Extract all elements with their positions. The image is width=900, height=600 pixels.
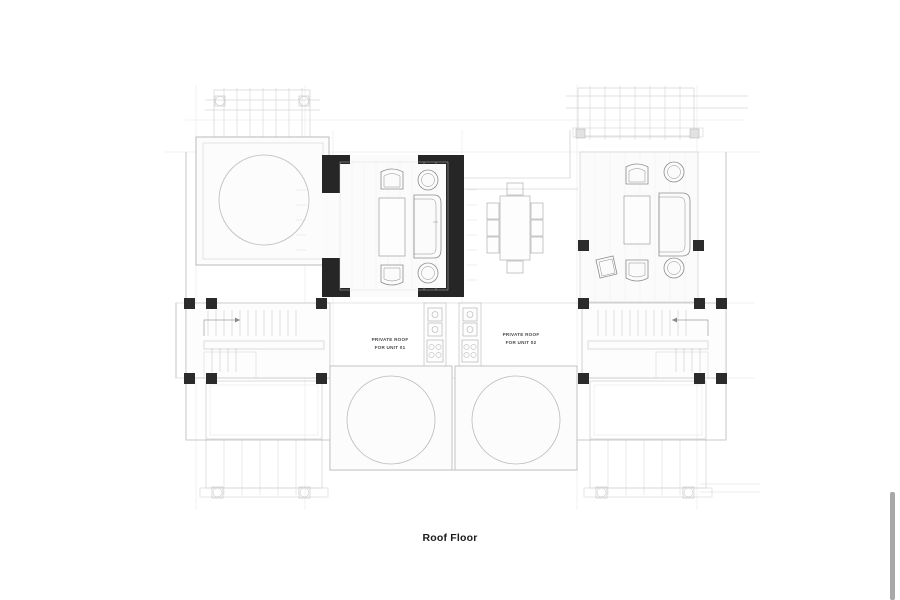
column [184,298,195,309]
column [578,373,589,384]
terrace-se [589,380,707,440]
water-tank-sw [346,375,436,465]
private-roof-unit-01-label-line1: PRIVATE ROOF [372,337,409,342]
dining-table [499,195,531,261]
armchair-bottom-right-unit-02 [625,259,649,282]
private-roof-unit-02-label-line1: PRIVATE ROOF [503,332,540,337]
structural-columns [184,240,727,384]
page-title: Roof Floor [422,532,478,544]
armchair-top-unit-01 [380,168,404,190]
stair-landing-unit-01 [203,340,325,350]
private-roof-unit-02-label-line2: FOR UNIT 02 [506,340,537,345]
side-table-bottom-unit-01 [417,262,439,284]
column [316,298,327,309]
side-table-top-unit-02 [663,161,685,183]
column [184,373,195,384]
sofa-unit-01 [413,194,442,259]
armchair-bottom-unit-01 [380,264,404,286]
side-table-top-unit-01 [417,169,439,191]
pergola-ne [566,86,748,140]
column [693,240,704,251]
water-tank-se [471,375,561,465]
tank-room-sw [329,365,453,471]
scrollbar-track[interactable] [888,0,896,600]
column [206,373,217,384]
stair-core-unit-01[interactable] [185,302,331,379]
living-room-unit-02[interactable] [579,151,699,303]
scrollbar-thumb[interactable] [890,492,895,600]
private-roof-unit-01-label-line2: FOR UNIT 01 [375,345,406,350]
stair-core-unit-02[interactable] [581,302,727,379]
pergola-sw [199,439,329,499]
stair-run-line-unit-01 [203,319,240,336]
corridor-link [464,130,578,190]
water-tank-nw [218,154,310,246]
tank-room-nw [195,136,330,266]
service-shaft-unit-01 [423,302,447,372]
dining-area[interactable] [486,182,544,274]
column [694,373,705,384]
column [206,298,217,309]
stair-treads-unit-01 [207,310,297,336]
column [694,298,705,309]
dining-chairs [486,182,544,274]
highlight-walls-unit-01 [322,155,464,297]
column [316,373,327,384]
armchair-bottom-left-unit-02 [595,255,618,279]
coffee-table [378,197,406,257]
stair-run-line-unit-02 [672,319,709,336]
stair-direction-arrow-unit-02 [672,317,677,323]
stair-landing-unit-02 [587,340,709,350]
living-room-unit-01[interactable] [322,155,464,297]
armchair-top-unit-02 [625,163,649,185]
coffee-table-unit-02 [623,195,651,245]
column [578,298,589,309]
tank-room-se [454,365,578,471]
stair-direction-arrow-unit-01 [235,317,240,323]
pergola-se [583,439,760,499]
column [716,373,727,384]
column [578,240,589,251]
service-shaft-unit-02 [458,302,482,372]
sofa-unit-02 [658,192,691,257]
column [716,298,727,309]
dimension-ticks [296,189,477,281]
side-table-bottom-unit-02 [663,257,685,279]
terrace-sw [205,380,323,440]
stair-treads-unit-02 [597,310,687,336]
